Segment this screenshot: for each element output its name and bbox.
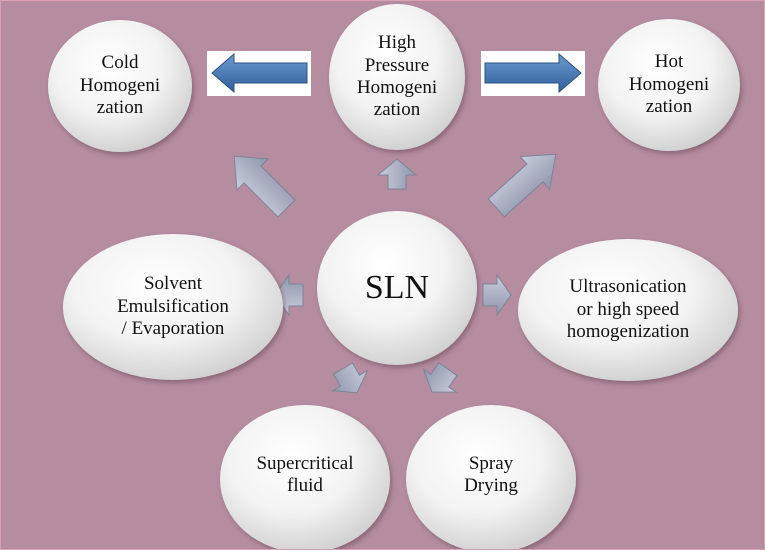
node-spray-drying: Spray Drying (406, 405, 576, 549)
node-solvent-line-2: Emulsification (117, 295, 229, 317)
node-spray-line-2: Drying (464, 475, 518, 496)
node-center-sln: SLN (317, 211, 477, 365)
node-spray-line-1: Spray (468, 452, 514, 474)
arrow-to-high (376, 158, 418, 190)
node-hot-line-2: Homogeni (628, 73, 710, 95)
blue-arrow-right (484, 52, 582, 94)
bubble-supercritical (220, 405, 390, 549)
node-high-pressure-homogenization: High Pressure Homogeni zation (329, 6, 465, 148)
node-ultra-line-1: Ultrasonication (569, 276, 687, 298)
arrow-to-cold (233, 155, 296, 218)
node-solvent-emulsification: Solvent Emulsification / Evaporation (63, 234, 283, 380)
node-cold-line-3: zation (96, 97, 144, 119)
bubble-high (329, 4, 465, 150)
arrow-to-supercritical (331, 362, 369, 394)
node-cold-line-2: Homogeni (79, 74, 161, 96)
bubble-ultra (518, 239, 738, 381)
arrow-to-ultra (482, 273, 512, 317)
bubble-spray (406, 405, 576, 549)
node-high-line-1: High (378, 32, 416, 54)
node-ultra-line-2: or high speed (576, 298, 680, 320)
bubble-center (317, 211, 477, 365)
arrow-to-hot (487, 153, 557, 218)
node-solvent-line-1: Solvent (143, 273, 203, 295)
node-supercritical-line-2: fluid (287, 475, 323, 496)
node-hot-homogenization: Hot Homogeni zation (598, 19, 740, 151)
node-cold-line-1: Cold (101, 52, 139, 74)
bubble-hot (598, 19, 740, 151)
node-hot-line-1: Hot (654, 51, 684, 73)
bubble-solvent (63, 234, 283, 380)
node-cold-homogenization: Cold Homogeni zation (48, 20, 192, 152)
node-high-line-4: zation (373, 99, 421, 121)
node-high-line-2: Pressure (364, 54, 430, 76)
blue-arrow-left (211, 52, 308, 94)
bubble-cold (48, 20, 192, 152)
center-label: SLN (364, 268, 430, 306)
node-supercritical-fluid: Supercritical fluid (220, 405, 390, 549)
node-high-line-3: Homogeni (356, 77, 438, 98)
node-ultra-line-3: homogenization (566, 321, 690, 343)
node-ultrasonication: Ultrasonication or high speed homogeniza… (518, 239, 738, 381)
node-hot-line-3: zation (645, 96, 693, 118)
node-supercritical-line-1: Supercritical (256, 452, 354, 474)
node-solvent-line-3: / Evaporation (121, 318, 225, 340)
arrow-to-spray (422, 362, 458, 393)
